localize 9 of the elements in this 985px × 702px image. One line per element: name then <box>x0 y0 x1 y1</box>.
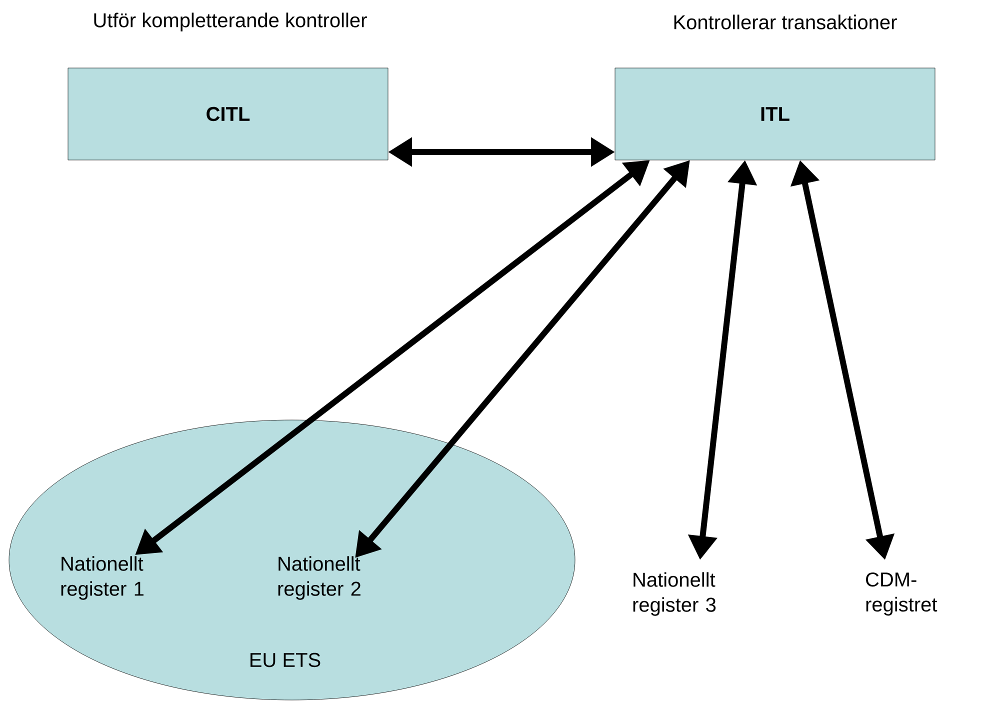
register-label: Nationellt register 3 <box>633 572 716 616</box>
register-label: Nationellt register 1 <box>61 556 144 600</box>
system-box: ITL <box>614 68 936 160</box>
register-label: CDM-registret <box>866 572 938 616</box>
group-label: EU ETS <box>250 652 320 668</box>
register-label: Nationellt register 2 <box>278 556 360 600</box>
system-box: CITL <box>68 68 388 160</box>
box-heading: Utför kompletterande kontroller <box>94 12 367 32</box>
box-heading: Kontrollerar transaktioner <box>674 14 897 30</box>
